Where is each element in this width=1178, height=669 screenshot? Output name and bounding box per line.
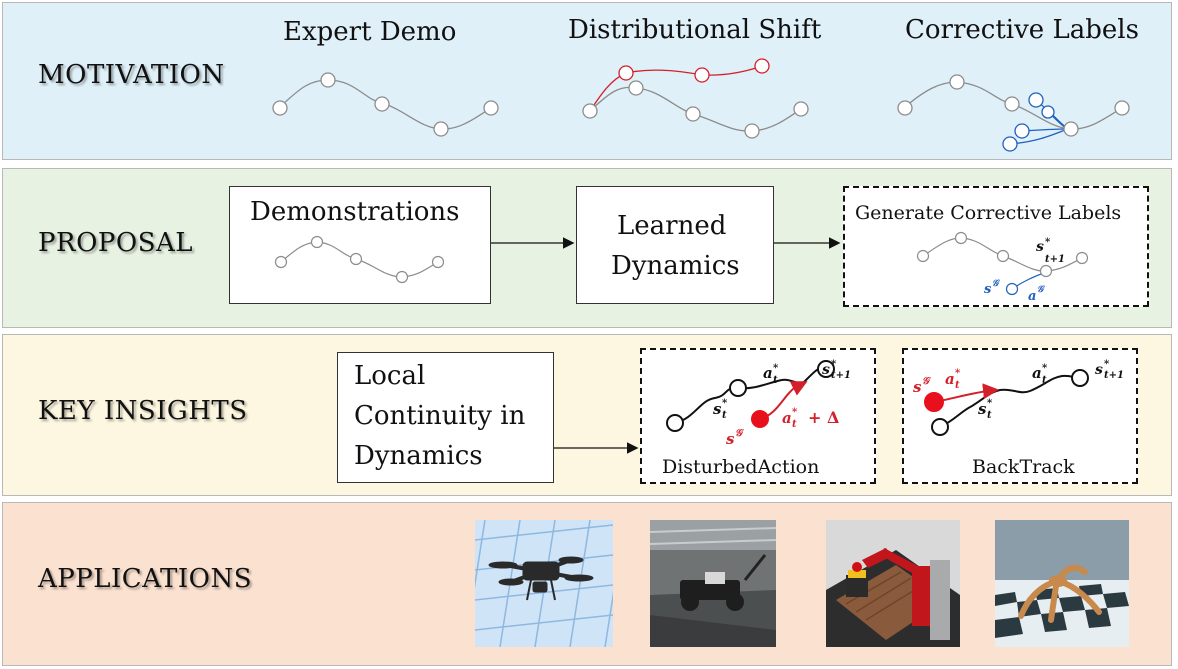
disturbed-action-diagram — [666, 360, 835, 432]
distributional-shift-trajectory — [582, 58, 809, 139]
svg-text:s: s — [913, 378, 922, 396]
learned-dynamics-label-line1: Learned — [617, 211, 727, 241]
drone-icon — [475, 520, 613, 647]
svg-text:*: * — [1104, 359, 1110, 370]
robot-arm-icon — [826, 520, 960, 647]
svg-text:s: s — [713, 400, 722, 418]
svg-text:𝒢: 𝒢 — [735, 428, 744, 439]
svg-text:*: * — [792, 407, 798, 418]
key-insights-title: KEY INSIGHTS — [38, 396, 248, 426]
motivation-title: MOTIVATION — [38, 60, 225, 90]
local-continuity-line2: Continuity in — [354, 401, 526, 431]
local-continuity-line1: Local — [354, 361, 426, 391]
svg-text:t: t — [773, 375, 778, 386]
expert-demo-label: Expert Demo — [283, 17, 457, 47]
s-g-label: s — [984, 282, 992, 297]
expert-demo-trajectory — [272, 72, 499, 137]
svg-text:s: s — [1095, 362, 1103, 378]
svg-text:*: * — [955, 368, 961, 379]
local-continuity-line3: Dynamics — [354, 441, 483, 471]
backtrack-diagram — [924, 369, 1089, 436]
svg-text:𝒢: 𝒢 — [1037, 285, 1045, 295]
svg-text:a: a — [945, 370, 955, 388]
corrective-labels-label: Corrective Labels — [905, 15, 1139, 45]
svg-text:*: * — [722, 398, 728, 409]
svg-text:*: * — [773, 363, 779, 374]
svg-text:t+1: t+1 — [1045, 254, 1065, 265]
svg-text:t: t — [722, 410, 727, 421]
svg-text:t: t — [987, 410, 992, 421]
svg-text:a: a — [782, 409, 792, 427]
local-continuity-box: Local Continuity in Dynamics — [337, 352, 554, 483]
svg-text:*: * — [987, 398, 993, 409]
corrective-labels-trajectory — [897, 74, 1130, 152]
learned-dynamics-box: Learned Dynamics — [576, 186, 774, 304]
learned-dynamics-label-line2: Dynamics — [611, 251, 740, 281]
backtrack-box: BackTrack — [902, 348, 1138, 484]
svg-text:𝒢: 𝒢 — [922, 376, 931, 387]
generate-corrective-labels-box: Generate Corrective Labels — [843, 186, 1149, 307]
svg-text:*: * — [831, 359, 837, 370]
svg-text:t: t — [792, 419, 797, 430]
svg-text:a: a — [1032, 364, 1042, 382]
svg-text:+ Δ: + Δ — [808, 408, 839, 427]
disturbed-action-label: DisturbedAction — [662, 456, 820, 478]
svg-text:t: t — [1042, 375, 1047, 386]
svg-text:s: s — [978, 400, 987, 418]
demonstrations-box: Demonstrations — [229, 186, 491, 304]
svg-text:t+1: t+1 — [1104, 370, 1124, 381]
svg-text:t: t — [955, 380, 960, 391]
proposal-title: PROPOSAL — [38, 228, 194, 258]
svg-text:*: * — [1045, 237, 1051, 248]
svg-text:s: s — [822, 362, 830, 378]
corrective-labels-mini-diagram — [916, 231, 1089, 296]
race-car-icon — [650, 520, 776, 647]
demonstrations-label: Demonstrations — [250, 197, 460, 227]
a-g-label: a — [1028, 289, 1036, 304]
s-star-t-plus-1-label: s — [1036, 239, 1044, 255]
backtrack-label: BackTrack — [972, 456, 1075, 478]
demonstrations-trajectory — [274, 235, 445, 284]
svg-text:𝒢: 𝒢 — [992, 279, 1000, 289]
motivation-row — [2, 2, 1172, 160]
applications-title: APPLICATIONS — [38, 564, 253, 594]
generate-corrective-labels-label: Generate Corrective Labels — [855, 202, 1122, 224]
distributional-shift-label: Distributional Shift — [568, 15, 822, 45]
svg-text:s: s — [726, 430, 735, 448]
quadruped-robot-icon — [995, 520, 1129, 647]
svg-text:t+1: t+1 — [831, 370, 851, 381]
svg-text:*: * — [1042, 363, 1048, 374]
svg-text:a: a — [763, 364, 773, 382]
